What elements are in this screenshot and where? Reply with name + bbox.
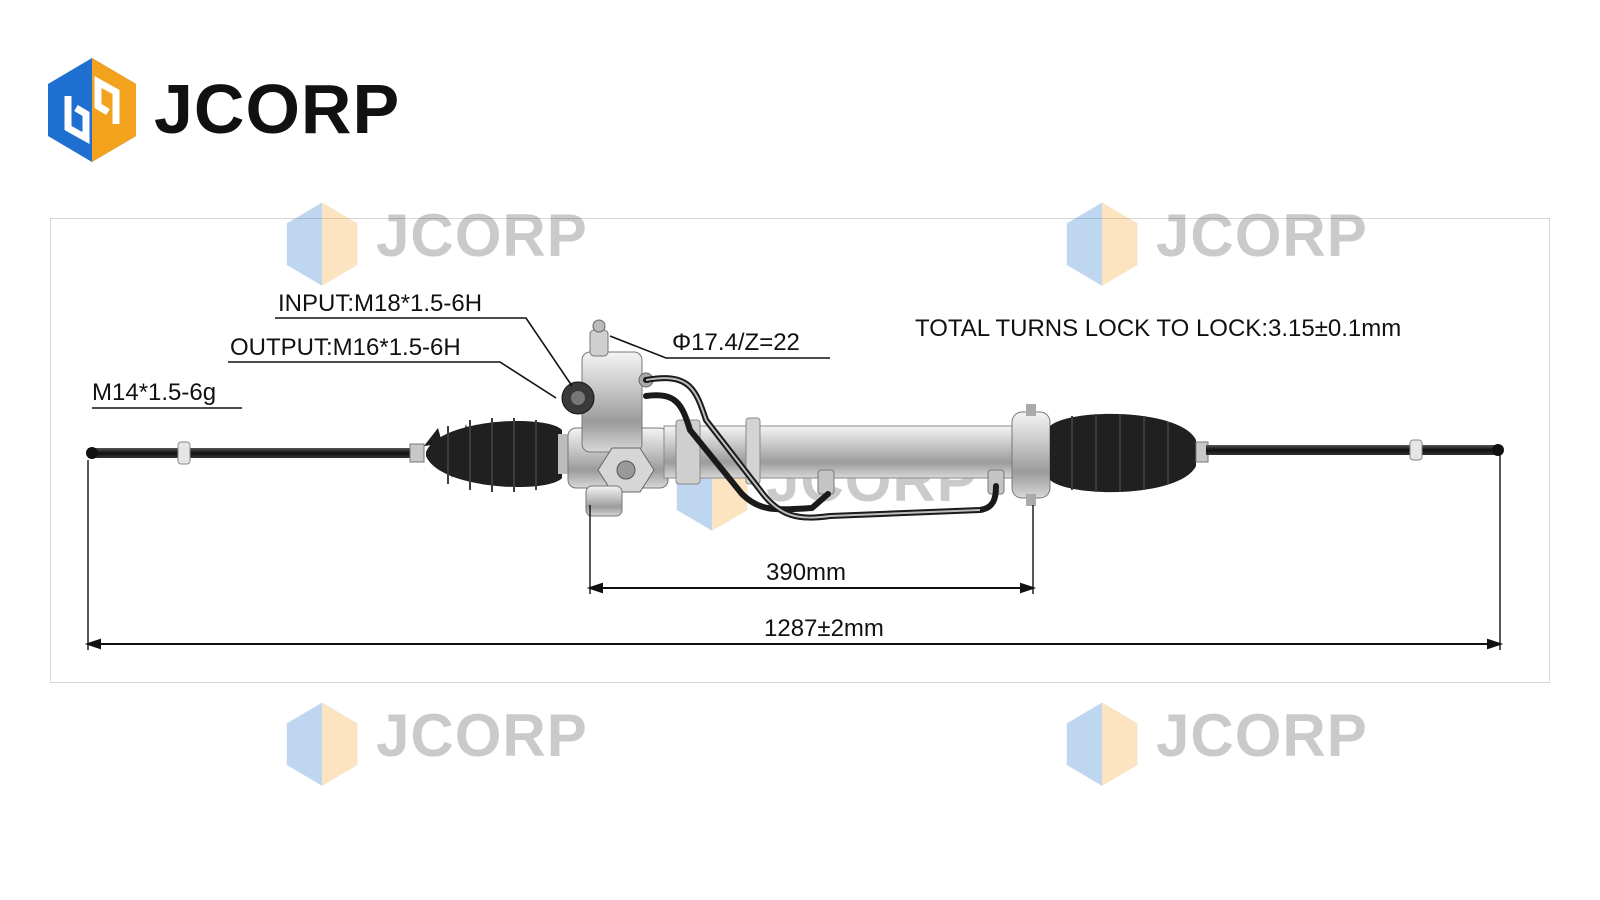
watermark: JCORP xyxy=(1062,700,1367,790)
dimension-mounting-label: 390mm xyxy=(766,559,847,586)
brand-logo: JCORP xyxy=(42,56,402,166)
left-bellows-boot xyxy=(424,418,568,492)
watermark: JCORP xyxy=(1062,200,1367,290)
watermark-logo-icon xyxy=(1066,702,1138,786)
extension-lines xyxy=(87,455,1501,650)
input-port-label: INPUT:M18*1.5-6H xyxy=(278,290,483,317)
watermark-logo-icon xyxy=(1066,202,1138,286)
total-turns-label: TOTAL TURNS LOCK TO LOCK:3.15±0.1mm xyxy=(915,315,1402,342)
diagram-frame xyxy=(50,218,1550,683)
watermark-text: JCORP xyxy=(376,702,588,769)
right-mounting-bracket xyxy=(1011,404,1051,506)
left-tie-rod xyxy=(86,441,425,465)
watermark-logo-icon xyxy=(286,702,358,786)
watermark: JCORP xyxy=(282,200,587,290)
valve-housing xyxy=(561,319,669,517)
pinion-spec-label: Φ17.4/Z=22 xyxy=(672,329,800,356)
watermark-text: JCORP xyxy=(1156,702,1368,769)
dimension-total-label: 1287±2mm xyxy=(764,615,884,642)
right-tie-rod xyxy=(1206,439,1504,461)
jcorp-hexagon-logo-icon xyxy=(48,58,136,162)
leader-lines xyxy=(92,317,830,409)
right-bellows-boot xyxy=(1050,413,1209,493)
output-port-label: OUTPUT:M16*1.5-6H xyxy=(230,334,461,361)
watermark-text: JCORP xyxy=(376,202,588,269)
dimension-mounting-line xyxy=(586,582,1037,594)
watermark: JCORP xyxy=(282,700,587,790)
dimension-total-line xyxy=(84,638,1504,650)
watermark-text: JCORP xyxy=(1156,202,1368,269)
brand-name: JCORP xyxy=(154,70,401,148)
watermark-logo-icon xyxy=(286,202,358,286)
tie-rod-thread-label: M14*1.5-6g xyxy=(92,379,217,406)
